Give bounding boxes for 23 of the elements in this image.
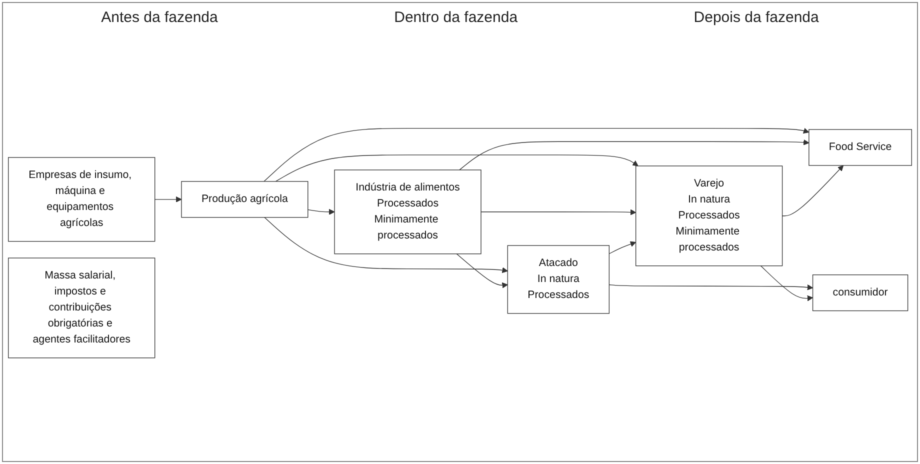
arrow — [608, 242, 636, 254]
arrow — [782, 166, 844, 217]
arrow — [456, 254, 508, 289]
node-box: Indústria de alimentos Processados Minimamente processados — [334, 170, 482, 255]
arrow — [308, 209, 335, 216]
arrow — [760, 266, 814, 302]
node-box: consumidor — [812, 274, 908, 312]
arrow — [264, 128, 810, 182]
arrow — [275, 155, 638, 182]
node-box: Food Service — [808, 130, 912, 166]
node-box: Empresas de insumo, máquina e equipamentos agrícolas — [8, 158, 156, 242]
section-heading: Dentro da fazenda — [394, 9, 518, 26]
node-box: Produção agrícola — [181, 181, 308, 218]
arrow — [608, 284, 814, 291]
arrow — [264, 217, 508, 274]
node-box: Atacado In natura Processados — [507, 246, 610, 314]
section-heading: Depois da fazenda — [694, 9, 819, 26]
section-heading: Antes da fazenda — [101, 9, 218, 26]
arrow — [154, 196, 182, 203]
node-box: Varejo In natura Processados Minimamente processados — [635, 166, 783, 267]
arrow — [480, 210, 636, 216]
node-box: Massa salarial, impostos e contribuições obrigatórias e agentes facilitadores — [8, 258, 156, 359]
arrow — [459, 140, 810, 171]
